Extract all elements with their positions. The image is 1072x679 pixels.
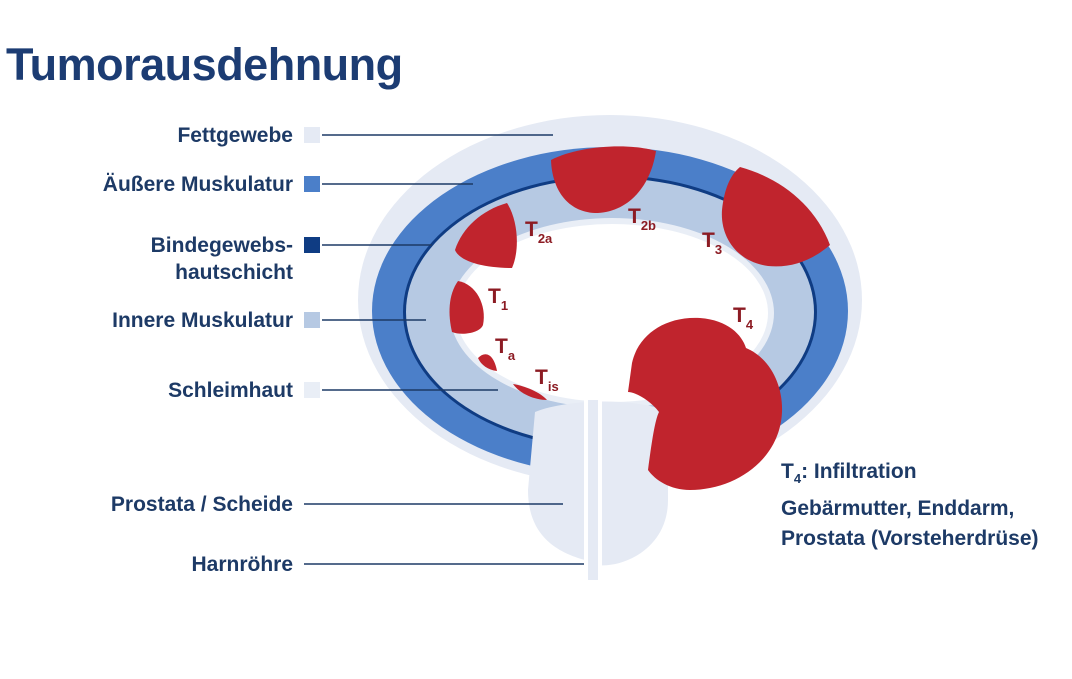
page-title: Tumorausdehnung [6, 39, 403, 90]
stage-label-t4: T4 [733, 304, 754, 332]
t4-note-line-2: Gebärmutter, Enddarm, [781, 497, 1015, 521]
swatch-inner-muscle [304, 312, 320, 328]
swatch-outer-muscle [304, 176, 320, 192]
tumor-t4 [628, 317, 783, 490]
tumor-t2b [551, 146, 656, 213]
label-prostate: Prostata / Scheide [110, 493, 293, 516]
tumor-t1 [449, 281, 484, 334]
stage-label-t3: T3 [702, 229, 722, 257]
label-urethra: Harnröhre [191, 553, 293, 576]
swatch-fat [304, 127, 320, 143]
t4-infiltration-note: T4: Infiltration Gebärmutter, Enddarm, P… [781, 457, 1039, 554]
swatch-connective-tissue [304, 237, 320, 253]
stage-label-t2b: T2b [628, 205, 656, 233]
swatch-mucosa [304, 382, 320, 398]
stage-label-t2a: T2a [525, 218, 553, 246]
label-fat: Fettgewebe [177, 124, 293, 147]
stage-label-tis: Tis [535, 366, 559, 394]
label-connective-tissue: Bindegewebs- hautschicht [150, 234, 293, 284]
label-outer-muscle: Äußere Muskulatur [102, 173, 293, 196]
stage-label-ta: Ta [495, 335, 516, 363]
tumor-tis [513, 384, 547, 400]
tumor-t2a [455, 203, 517, 268]
tumor-ta [478, 354, 497, 371]
label-inner-muscle: Innere Muskulatur [112, 309, 293, 332]
t4-note-line-1: T4: Infiltration [781, 460, 917, 487]
tumor-t3 [721, 167, 830, 267]
t4-note-line-3: Prostata (Vorsteherdrüse) [781, 527, 1039, 551]
label-mucosa: Schleimhaut [168, 379, 293, 402]
urethra-inner [588, 400, 598, 580]
stage-label-t1: T1 [488, 285, 508, 313]
